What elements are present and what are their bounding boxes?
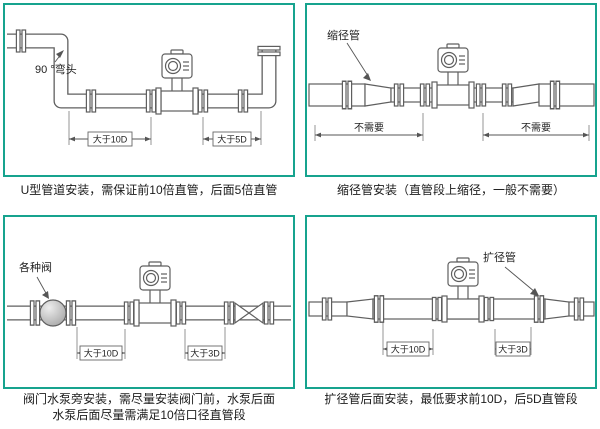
dimension-right: 大于3D [494,327,532,357]
expander-callout: 扩径管 [483,250,539,296]
panel-valve-pump-caption: 阀门水泵旁安装，需尽量安装阀门前，水泵后面 水泵后面尽量需满足10倍口径直管段 [3,389,295,425]
callout-label: 扩径管 [483,250,516,264]
panel-expander-caption: 扩径管后面安装，最低要求前10D，后5D直管段 [305,389,597,425]
panel-u-type: 90 °弯头 大于10D [3,3,295,201]
flowmeter [133,261,177,327]
dimension-label-right: 大于3D [498,344,528,355]
panel-u-type-frame: 90 °弯头 大于10D [3,3,295,177]
dimension-label-left: 大于10D [84,348,119,359]
caption-line-1: 扩径管后面安装，最低要求前10D，后5D直管段 [324,392,578,406]
caption-line-1: 阀门水泵旁安装，需尽量安装阀门前，水泵后面 [22,392,275,406]
reducer-cone [512,83,540,107]
caption-line-2: 水泵后面尽量需满足10倍口径直管段 [52,408,246,422]
dimension-left: 大于10D [382,323,434,357]
panel-expander-frame: 扩径管 大于10D [305,215,597,389]
dimension-right: 不需要 [482,113,590,141]
valve-callout: 各种阀 [19,260,52,299]
diagram-expander: 扩径管 大于10D [308,250,595,357]
dimension-right: 大于5D [202,111,262,147]
elbow-callout: 90 °弯头 [35,50,77,76]
flowmeter [431,43,475,109]
dimension-left: 大于10D [68,111,152,147]
dimension-label-left: 大于10D [391,344,426,355]
panel-u-type-caption: U型管道安装，需保证前10倍直管，后面5倍直管 [20,182,278,197]
panel-valve-pump: 各种阀 大于10D [3,215,295,425]
diagram-u-type: 90 °弯头 大于10D [7,29,281,147]
ball-valve-symbol [39,299,67,327]
reducer-callout: 缩径管 [327,28,371,81]
panel-reducer-frame: 缩径管 不需要 不需要 [305,3,597,177]
pipe-run [7,33,277,109]
gate-valve-symbol [234,301,264,325]
callout-label: 各种阀 [19,260,52,274]
dimension-label-right: 大于3D [190,348,220,359]
flowmeter [155,49,199,115]
diagram-valve-pump: 各种阀 大于10D [7,260,291,361]
dimension-label-left: 不需要 [354,122,384,134]
dimension-label-left: 大于10D [93,134,128,145]
flowmeter [441,257,485,323]
panel-valve-pump-frame: 各种阀 大于10D [3,215,295,389]
panel-expander: 扩径管 大于10D [305,215,597,425]
dimension-left: 大于10D [76,327,126,361]
diagram-reducer: 缩径管 不需要 不需要 [308,28,595,141]
dimension-right: 大于3D [184,327,226,361]
expander-cone [346,298,374,320]
expander-cone [544,298,570,320]
dimension-label-right: 大于5D [217,134,247,145]
dimension-left: 不需要 [314,113,424,141]
panel-reducer: 缩径管 不需要 不需要 [305,3,597,201]
callout-label: 90 °弯头 [35,62,77,76]
reducer-cone [364,83,392,107]
dimension-label-right: 不需要 [521,122,551,134]
panel-reducer-caption: 缩径管安装（直管段上缩径，一般不需要） [336,182,565,197]
callout-label: 缩径管 [327,28,360,42]
